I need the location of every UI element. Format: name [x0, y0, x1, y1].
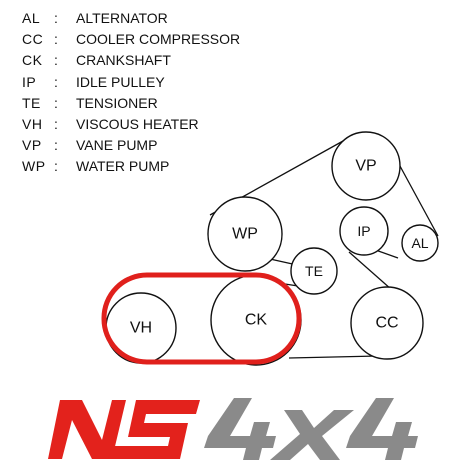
legend-abbr: CK: [22, 52, 43, 69]
pulley-vp-circle: [331, 131, 401, 201]
legend-abbr: VH: [22, 116, 43, 133]
belt-segment: [288, 355, 379, 359]
legend-name: CRANKSHAFT: [76, 52, 171, 69]
pulley-wp-circle: [207, 196, 283, 272]
pulley-te-label: TE: [305, 263, 323, 279]
pulley-cc-circle: [350, 286, 424, 360]
legend-abbr: TE: [22, 94, 41, 111]
legend-row-ip: IP : IDLE PULLEY: [22, 72, 240, 93]
pulley-vp-label: VP: [355, 158, 376, 175]
pulley-cc-label: CC: [375, 315, 398, 332]
legend-row-cc: CC : COOLER COMPRESSOR: [22, 29, 240, 50]
legend-row-vp: VP : VANE PUMP: [22, 135, 240, 156]
belt-segment: [393, 154, 439, 237]
legend-row-wp: WP : WATER PUMP: [22, 156, 240, 177]
legend-row-al: AL : ALTERNATOR: [22, 8, 240, 29]
legend-name: VISCOUS HEATER: [76, 116, 199, 133]
legend-name: WATER PUMP: [76, 158, 170, 175]
pulley-vp: VP: [331, 131, 401, 201]
legend-separator: :: [54, 31, 58, 48]
legend-separator: :: [54, 116, 58, 133]
logo-4x4-mark: [204, 398, 418, 460]
legend-separator: :: [54, 94, 58, 111]
legend-name: TENSIONER: [76, 94, 158, 111]
highlight-belt-loop: [101, 272, 302, 365]
legend-abbr: VP: [22, 137, 42, 154]
legend-row-ck: CK : CRANKSHAFT: [22, 50, 240, 71]
pulley-ip: IP: [339, 206, 389, 256]
legend-separator: :: [54, 52, 58, 69]
legend: AL : ALTERNATOR CC : COOLER COMPRESSOR C…: [22, 8, 240, 178]
legend-separator: :: [54, 73, 58, 90]
logo-ns-mark: [48, 400, 200, 459]
pulley-al-label: AL: [411, 235, 428, 251]
legend-separator: :: [54, 158, 58, 175]
pulley-te-circle: [290, 247, 338, 295]
pulley-ip-circle: [339, 206, 389, 256]
legend-name: ALTERNATOR: [76, 10, 168, 26]
legend-abbr: WP: [22, 158, 46, 175]
legend-abbr: IP: [22, 73, 37, 90]
pulley-ck-label: CK: [245, 312, 268, 329]
legend-separator: :: [54, 10, 58, 26]
pulley-cc: CC: [350, 286, 424, 360]
pulley-wp: WP: [207, 196, 283, 272]
legend-row-vh: VH : VISCOUS HEATER: [22, 114, 240, 135]
belt-segment: [348, 251, 393, 291]
ns4x4-logo: [48, 398, 418, 460]
legend-separator: :: [54, 137, 58, 154]
legend-abbr: CC: [22, 31, 44, 48]
legend-name: COOLER COMPRESSOR: [76, 31, 241, 48]
legend-name: IDLE PULLEY: [76, 73, 165, 90]
legend-name: VANE PUMP: [76, 137, 158, 154]
pulley-vh-label: VH: [130, 320, 152, 337]
pulley-al: AL: [401, 224, 439, 262]
pulley-al-circle: [401, 224, 439, 262]
pulley-te: TE: [290, 247, 338, 295]
pulley-wp-label: WP: [232, 226, 258, 243]
legend-row-te: TE : TENSIONER: [22, 93, 240, 114]
pulley-ip-label: IP: [357, 223, 370, 239]
legend-abbr: AL: [22, 10, 41, 26]
